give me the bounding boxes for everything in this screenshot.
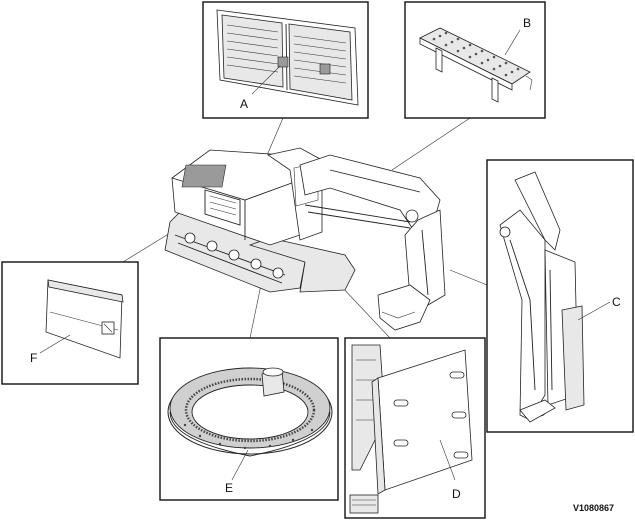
callout-box-b: B	[404, 1, 546, 119]
step-perforations	[432, 31, 520, 77]
rear-door-panel	[216, 9, 359, 106]
callout-box-e: E	[159, 337, 339, 501]
connector-lines	[122, 117, 488, 339]
callout-box-a: A	[202, 1, 369, 119]
label-b: B	[523, 16, 531, 30]
label-a: A	[240, 97, 248, 111]
track-rollers	[184, 232, 284, 279]
label-e: E	[225, 481, 233, 495]
reference-code: V1080867	[573, 503, 614, 513]
arm-with-guard	[499, 171, 585, 423]
callout-box-f: F	[1, 261, 139, 385]
excavator-illustration	[164, 147, 446, 331]
label-d: D	[452, 487, 461, 501]
side-panel	[45, 279, 124, 359]
front-guard-plate	[371, 349, 473, 495]
callout-box-d: D	[344, 337, 486, 519]
label-c: C	[612, 295, 621, 309]
callout-box-c: C	[486, 159, 634, 433]
label-f: F	[30, 351, 37, 365]
undercarriage-background	[349, 344, 386, 514]
guard-slots	[393, 371, 469, 459]
ring-bolt-holes	[183, 423, 314, 450]
step-plate	[419, 27, 533, 103]
swing-ring-bearing	[167, 367, 333, 457]
